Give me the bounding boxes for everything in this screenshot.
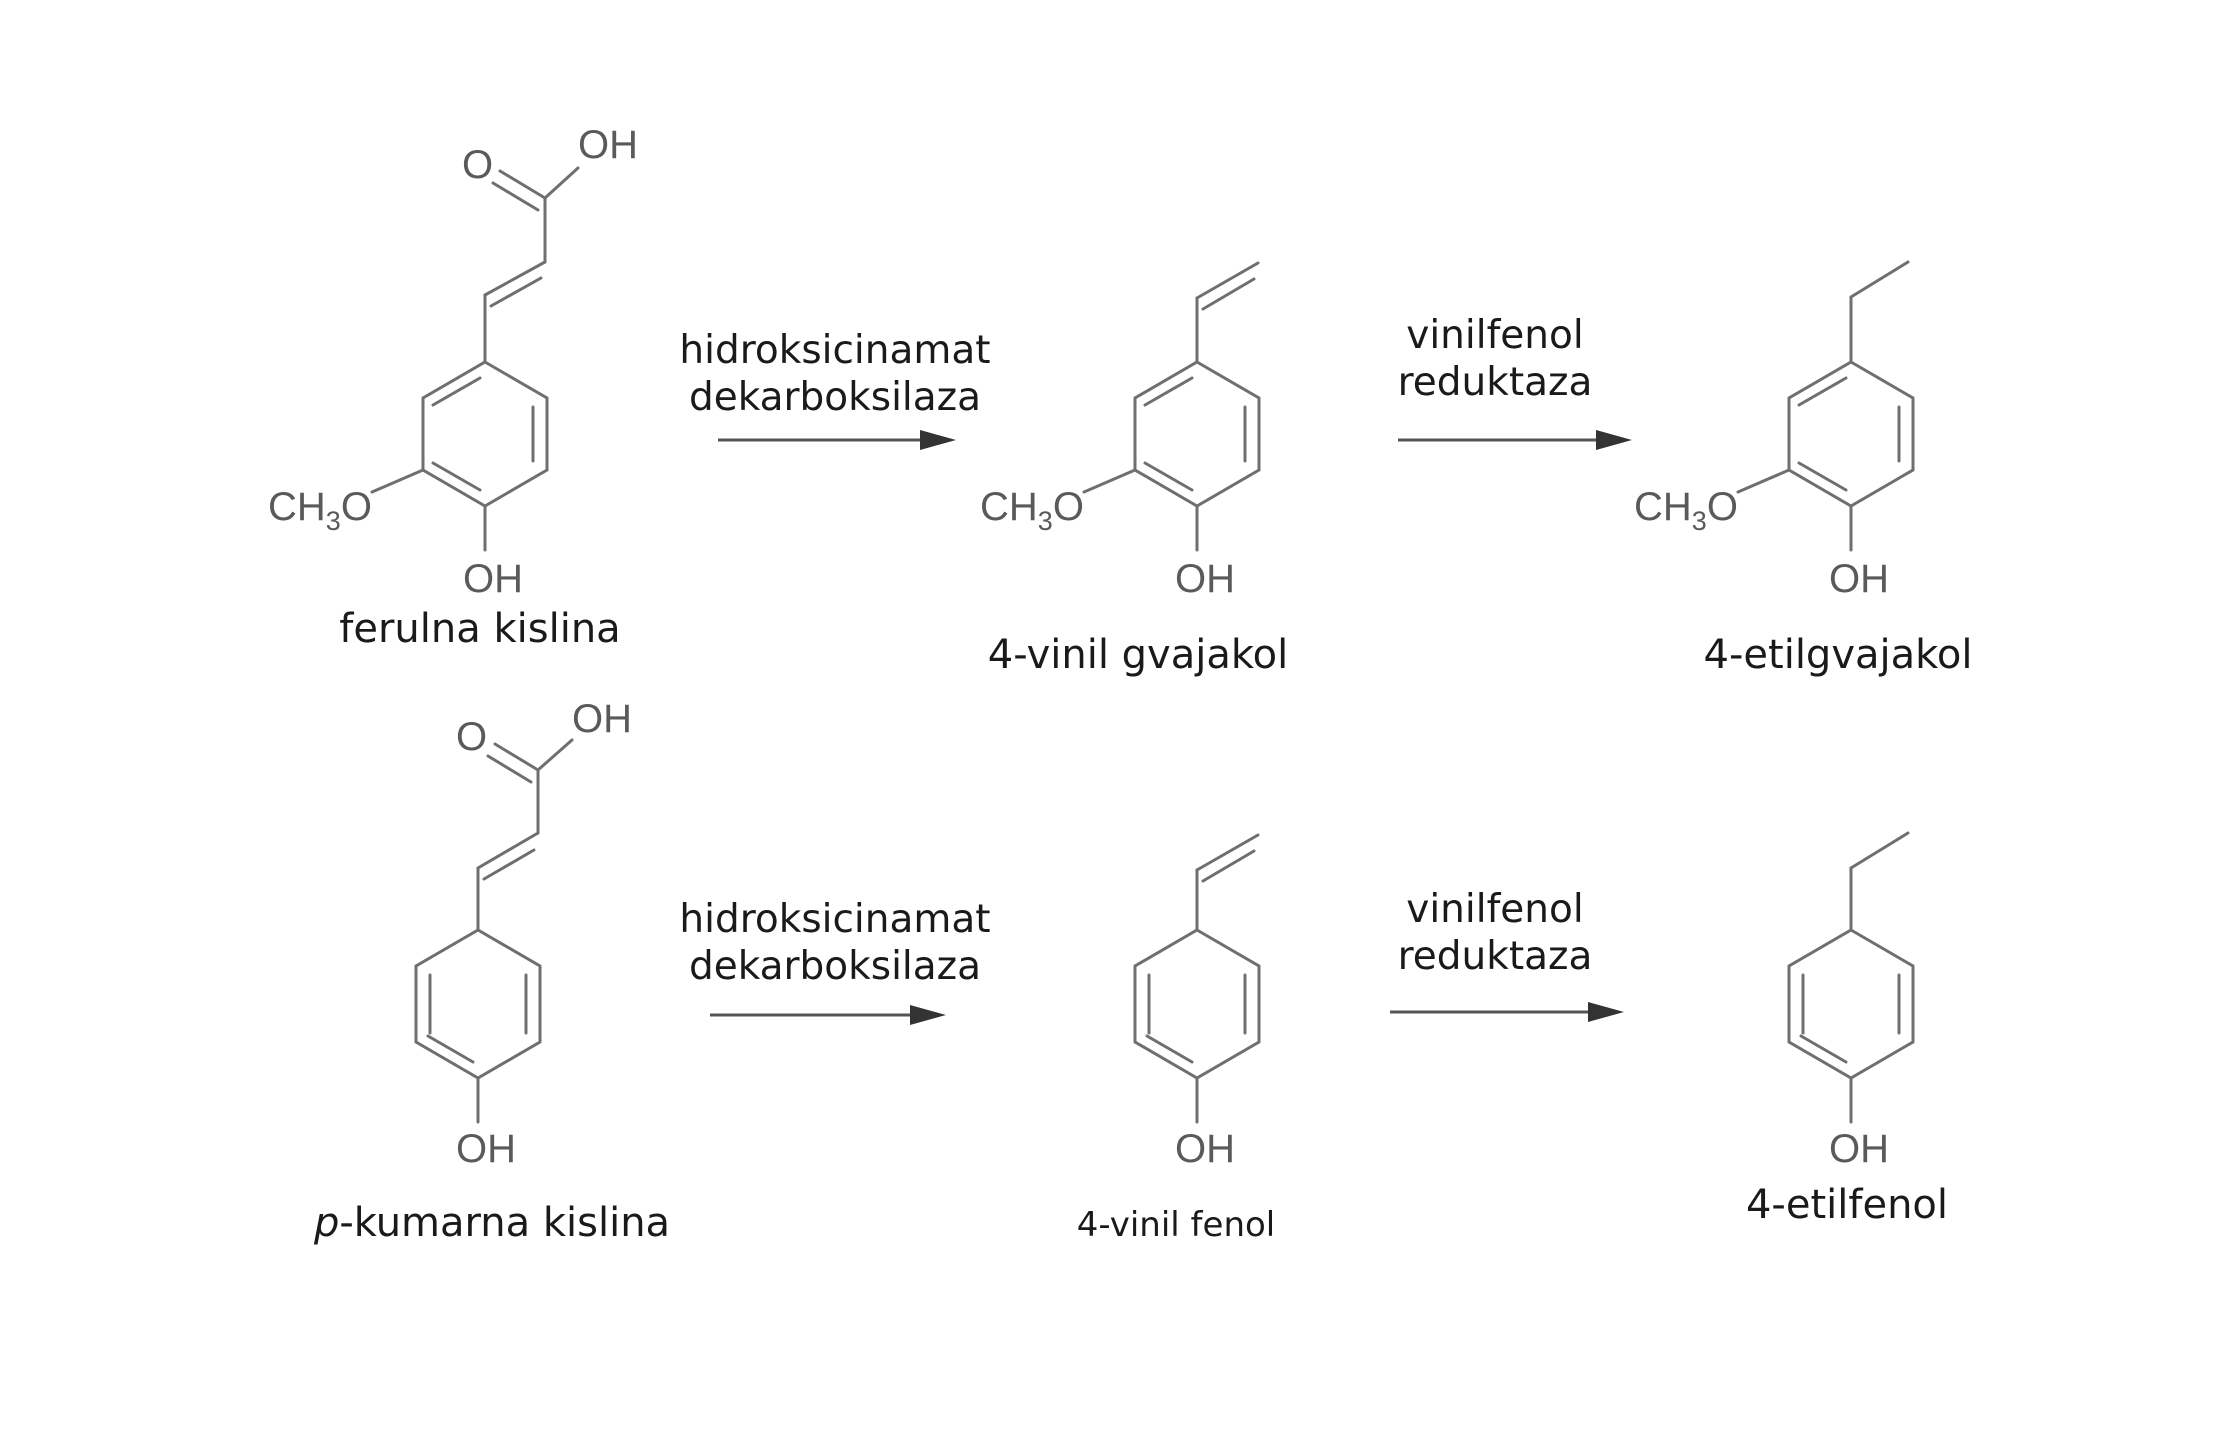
svg-text:dekarboksilaza: dekarboksilaza <box>689 944 981 989</box>
coumaric-acid-structure: O OH OH <box>414 697 632 1171</box>
ethylguaiacol-label: 4-etilgvajakol <box>1704 632 1973 678</box>
vinylguaiacol-structure: OH CH3O <box>980 261 1261 601</box>
reaction-arrow-3 <box>710 1005 946 1025</box>
enzyme-decarboxylase-top: hidroksicinamat dekarboksilaza <box>679 328 990 420</box>
carbonyl-bond <box>498 169 547 200</box>
enzyme-reductase-bottom: vinilfenol reduktaza <box>1398 887 1593 979</box>
reaction-arrow-4 <box>1390 1002 1624 1022</box>
ferulic-acid-structure: O OH OH CH3O <box>268 123 638 601</box>
benzene-ring <box>421 360 549 508</box>
vinylphenol-label: 4-vinil fenol <box>1077 1205 1276 1245</box>
svg-text:vinilfenol: vinilfenol <box>1406 313 1583 358</box>
svg-text:hidroksicinamat: hidroksicinamat <box>679 328 990 373</box>
methoxy-group: CH3O <box>268 485 372 536</box>
enzyme-decarboxylase-bottom: hidroksicinamat dekarboksilaza <box>679 897 990 989</box>
svg-text:CH3O: CH3O <box>980 485 1084 536</box>
svg-text:CH3O: CH3O <box>1634 485 1738 536</box>
alkene-bond <box>483 260 547 297</box>
vinylphenol-structure: OH <box>1133 833 1261 1171</box>
reaction-arrow-1 <box>718 430 956 450</box>
ferulic-acid-label: ferulna kislina <box>339 606 620 652</box>
svg-text:hidroksicinamat: hidroksicinamat <box>679 897 990 942</box>
svg-text:OH: OH <box>1175 557 1235 601</box>
svg-text:reduktaza: reduktaza <box>1398 360 1593 405</box>
svg-text:OH: OH <box>572 697 632 741</box>
ethylguaiacol-structure: OH CH3O <box>1634 260 1915 601</box>
svg-text:OH: OH <box>1829 557 1889 601</box>
svg-text:reduktaza: reduktaza <box>1398 934 1593 979</box>
svg-text:OH: OH <box>1175 1127 1235 1171</box>
svg-text:dekarboksilaza: dekarboksilaza <box>689 375 981 420</box>
svg-text:vinilfenol: vinilfenol <box>1406 887 1583 932</box>
svg-text:OH: OH <box>1829 1127 1889 1171</box>
vinylguaiacol-label: 4-vinil gvajakol <box>988 632 1288 678</box>
ethylphenol-label: 4-etilfenol <box>1746 1182 1948 1228</box>
reaction-arrow-2 <box>1398 430 1632 450</box>
hydroxyl-oh: OH <box>463 557 523 601</box>
coumaric-acid-label: p-kumarna kislina <box>313 1200 670 1246</box>
carbonyl-oxygen: O <box>462 143 493 187</box>
svg-text:O: O <box>456 715 487 759</box>
carboxyl-oh: OH <box>578 123 638 167</box>
svg-text:OH: OH <box>456 1127 516 1171</box>
enzyme-reductase-top: vinilfenol reduktaza <box>1398 313 1593 405</box>
ethylphenol-structure: OH <box>1787 831 1915 1171</box>
